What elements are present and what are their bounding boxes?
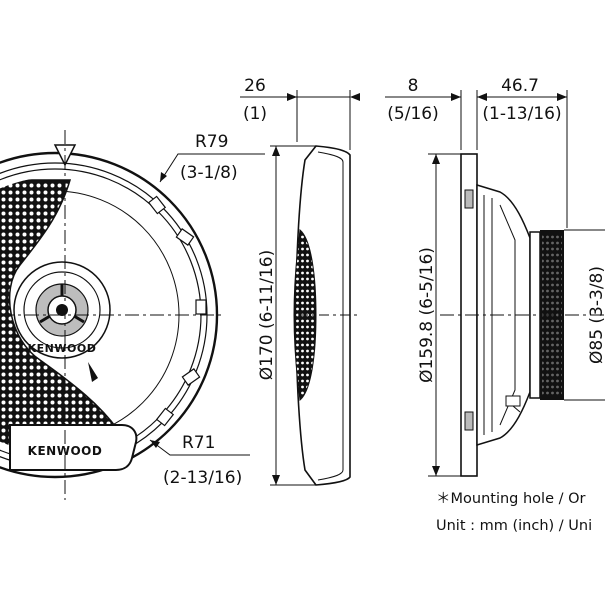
mounting-tabs — [147, 195, 207, 427]
depth-46-inch-label: (1-13/16) — [482, 104, 561, 124]
r71-inch-label: (2-13/16) — [163, 468, 242, 488]
center-logo: KENWOOD — [28, 342, 97, 355]
unit-note: Unit : mm (inch) / Uni — [436, 518, 592, 534]
diameter-170-label: Ø170 (6-11/16) — [257, 250, 277, 380]
r71-label: R71 — [182, 433, 215, 453]
tweeter-lever-icon — [88, 362, 98, 382]
side-view-2: 8 (5/16) 46.7 (1-13/16) Ø159.8 (6-5/16) … — [385, 76, 605, 477]
flange-8-label: 8 — [408, 76, 419, 96]
depth-26-label: 26 — [244, 76, 266, 96]
front-view: KENWOOD KENWOOD R79 (3-1/8) R71 (2-13/16… — [0, 130, 265, 500]
tweeter — [13, 261, 111, 359]
depth-26-inch-label: (1) — [243, 104, 267, 124]
depth-46-label: 46.7 — [501, 76, 539, 96]
r79-leader — [159, 153, 265, 183]
front-grille — [0, 179, 121, 453]
diameter-85-label: Ø85 (3-3/8) — [587, 266, 605, 364]
r79-inch-label: (3-1/8) — [180, 163, 238, 183]
r79-label: R79 — [195, 132, 228, 152]
diameter-159-label: Ø159.8 (6-5/16) — [417, 247, 437, 383]
side-view-1: 26 (1) Ø170 (6-11/16) — [240, 76, 360, 486]
mounting-hole-note: ＊Mounting hole / Or — [436, 491, 586, 507]
outer-rim — [0, 151, 219, 479]
flange-8-inch-label: (5/16) — [387, 104, 438, 124]
logo-badge — [9, 424, 138, 471]
